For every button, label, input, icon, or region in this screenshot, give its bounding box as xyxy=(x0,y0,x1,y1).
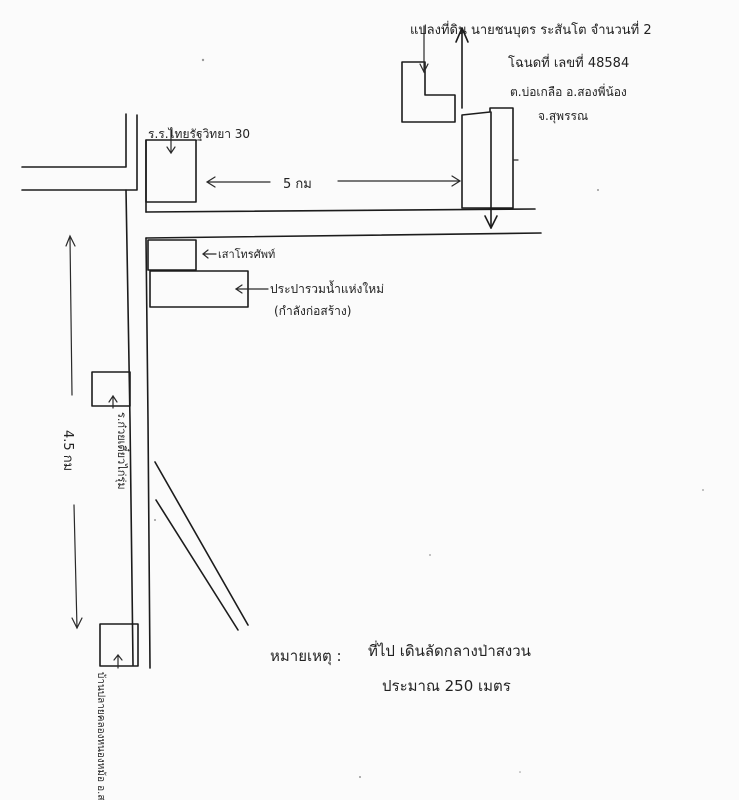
buildings xyxy=(91,61,519,667)
owner-line-3: ต.บ่อเกลือ อ.สองพี่น้อง xyxy=(510,83,627,99)
distance-top-label: 5 กม xyxy=(283,177,312,192)
water-office-building xyxy=(149,270,249,308)
pole-pointer-head xyxy=(202,249,209,259)
branch-road-edge-2 xyxy=(155,499,239,631)
note-line-2: ประมาณ 250 เมตร xyxy=(382,677,511,695)
distance-left-label: 4.5 กม xyxy=(60,430,75,471)
house-pointer-head xyxy=(113,654,123,661)
dist-left-head-bottom xyxy=(71,617,83,630)
road-edge-top-left xyxy=(21,113,127,168)
plot-pointer-head xyxy=(419,63,429,74)
dist-left-line-bottom xyxy=(73,504,78,629)
shop-building xyxy=(91,371,131,407)
tall-building-right xyxy=(461,107,514,209)
labels: แปลงที่ดิน นายชนบุตร ระสันโต จำนวนที่ 2 … xyxy=(60,21,652,800)
water-pointer-head xyxy=(234,284,243,294)
school-label: ร.ร.ไทยรัฐวิทยา 30 xyxy=(148,127,250,141)
land-plot xyxy=(401,61,456,123)
bottom-house-building xyxy=(99,623,139,667)
note-line-1: ที่ไป เดินลัดกลางป่าสงวน xyxy=(368,640,531,660)
pole-label: เสาโทรศัพท์ xyxy=(218,247,275,261)
down-arrow-head xyxy=(484,215,498,229)
dist-top-head-right xyxy=(451,175,462,187)
dist-top-head-left xyxy=(205,176,216,188)
shop-pointer-head xyxy=(108,394,118,403)
road-vertical-right-edge xyxy=(145,237,151,669)
dist-left-head-top xyxy=(65,234,76,247)
road-network xyxy=(21,113,542,669)
branch-road-edge-1 xyxy=(154,461,249,626)
road-edge-top-left-inner xyxy=(21,114,138,191)
dist-left-line-top xyxy=(69,237,73,396)
water-office-note: (กำลังก่อสร้าง) xyxy=(274,304,351,318)
bottom-place-label: บ้านปลายคลองหนองหม้อ อ.สองพี่น้อง xyxy=(95,672,109,800)
road-edge-bottom xyxy=(145,232,542,239)
shop-label: ร.ก๋วยเตี๋ยวไก่รุ่ม xyxy=(115,412,131,490)
paper-specks xyxy=(154,58,704,778)
note-prefix: หมายเหตุ : xyxy=(270,647,342,666)
owner-line-2: โฉนดที่ เลขที่ 48584 xyxy=(508,54,629,71)
school-pointer-head xyxy=(166,146,176,155)
plot-up-arrow-head xyxy=(455,27,469,43)
owner-line-4: จ.สุพรรณ xyxy=(538,109,588,124)
arrows xyxy=(65,25,498,669)
water-office-label: ประปารวมน้ำแห่งใหม่ xyxy=(270,280,384,296)
road-edge-top xyxy=(145,208,536,213)
road-vertical-left-edge xyxy=(125,189,134,666)
pole-building xyxy=(147,239,197,271)
owner-line-1: แปลงที่ดิน นายชนบุตร ระสันโต จำนวนที่ 2 xyxy=(410,21,652,38)
